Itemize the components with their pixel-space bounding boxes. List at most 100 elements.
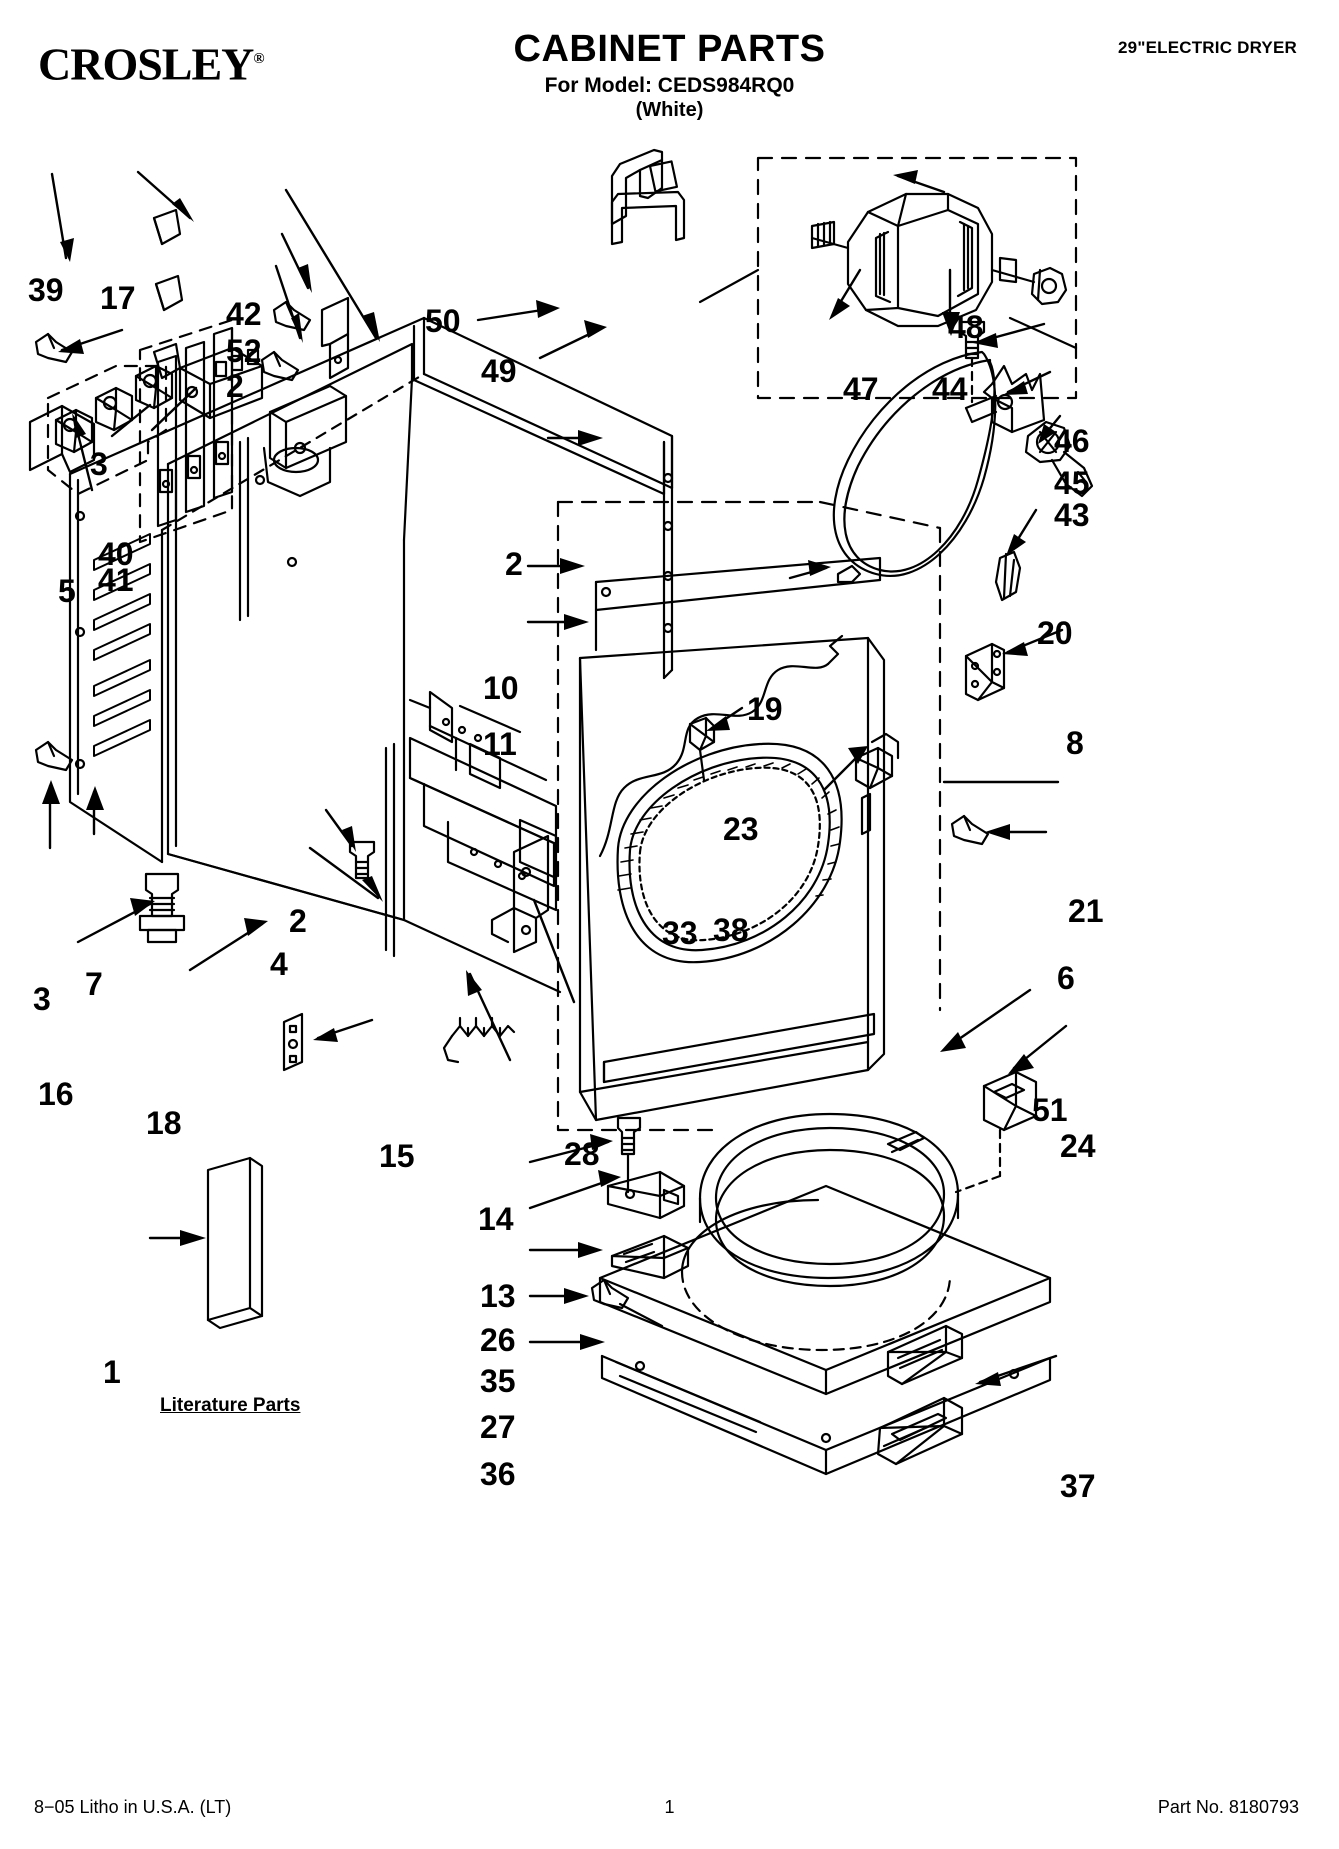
clip-icon [954, 1070, 1038, 1194]
drive-motor-icon [810, 192, 1036, 328]
callout-2-mid-left[interactable]: 2 [289, 903, 307, 939]
callout-2-upper-left[interactable]: 2 [226, 368, 244, 404]
model-line: For Model: CEDS984RQ0 [544, 74, 795, 97]
literature-parts-label: Literature Parts [160, 1395, 301, 1416]
callout-37[interactable]: 37 [1060, 1468, 1096, 1504]
knob-icon [134, 364, 174, 410]
page-number: 1 [664, 1797, 675, 1817]
callout-45[interactable]: 45 [1054, 465, 1090, 501]
base-assembly-group [590, 1070, 1052, 1476]
screw-icon [34, 740, 74, 772]
bulkhead-ring-icon [680, 1112, 960, 1352]
callout-18[interactable]: 18 [146, 1105, 182, 1141]
callout-15[interactable]: 15 [379, 1138, 415, 1174]
callout-24[interactable]: 24 [1060, 1128, 1096, 1164]
callout-48[interactable]: 48 [948, 309, 984, 345]
callout-50[interactable]: 50 [425, 303, 461, 339]
callout-6[interactable]: 6 [1057, 960, 1075, 996]
hinge-icon [964, 642, 1006, 702]
drive-motor-group [698, 156, 1078, 400]
registered-mark-icon: ® [253, 51, 264, 67]
motor-bracket-group [610, 148, 686, 246]
callout-40[interactable]: 40 [98, 536, 134, 572]
callout-44[interactable]: 44 [932, 371, 968, 407]
idler-pulley-icon [1024, 420, 1094, 498]
color-line: (White) [635, 99, 704, 121]
clip-icon [688, 716, 716, 782]
knob-icon [94, 386, 134, 432]
door-spring-icon [442, 1016, 516, 1064]
callout-11[interactable]: 11 [483, 726, 517, 762]
diagram-linework [28, 148, 1094, 1476]
callout-2-cabinet-top[interactable]: 2 [505, 546, 523, 582]
door-handle-icon [876, 1396, 964, 1466]
cabinet-parts-exploded-diagram [0, 130, 1339, 1790]
litho-text: 8−05 Litho in U.S.A. (LT) [34, 1797, 232, 1817]
callout-20[interactable]: 20 [1037, 615, 1073, 651]
callout-3-upper[interactable]: 3 [90, 446, 108, 482]
hinge-icon [854, 732, 900, 790]
callout-38[interactable]: 38 [713, 912, 749, 948]
callout-8[interactable]: 8 [1066, 725, 1084, 761]
callout-49[interactable]: 49 [481, 353, 517, 389]
tab-icon [886, 1130, 926, 1154]
wire-cap-icon [152, 208, 184, 380]
small-hardware-group [964, 550, 1022, 702]
literature-booklet-icon [206, 1156, 264, 1330]
callout-23[interactable]: 23 [723, 811, 759, 847]
cabinet-body-group [34, 316, 674, 1072]
clip-icon [610, 1234, 690, 1280]
callout-39[interactable]: 39 [28, 272, 64, 308]
console-parts-group [28, 208, 350, 544]
callout-42[interactable]: 42 [226, 296, 262, 332]
screw-icon [590, 1278, 664, 1328]
callout-36[interactable]: 36 [480, 1456, 516, 1492]
page-footer: 8−05 Litho in U.S.A. (LT) 1 Part No. 818… [0, 1797, 1339, 1821]
screw-icon [272, 300, 312, 332]
callout-43[interactable]: 43 [1054, 497, 1090, 533]
callout-10[interactable]: 10 [483, 670, 519, 706]
callout-17[interactable]: 17 [100, 280, 136, 316]
callout-47[interactable]: 47 [843, 371, 879, 407]
callout-28[interactable]: 28 [564, 1136, 600, 1172]
idler-assembly-group [958, 320, 1094, 498]
bracket-icon [320, 296, 350, 380]
door-seal-icon [616, 742, 843, 964]
callout-3-lower[interactable]: 3 [33, 981, 51, 1017]
page-title: CABINET PARTS [513, 28, 826, 70]
callout-51[interactable]: 51 [1032, 1092, 1068, 1128]
callout-7[interactable]: 7 [85, 966, 103, 1002]
end-cap-icon [28, 404, 96, 474]
screw-icon [348, 840, 376, 880]
appliance-category: 29"ELECTRIC DRYER [1118, 38, 1297, 57]
hinge-icon [490, 834, 550, 954]
switch-icon [178, 346, 264, 420]
callout-46[interactable]: 46 [1054, 423, 1090, 459]
screw-icon [958, 320, 986, 404]
callout-16[interactable]: 16 [38, 1076, 74, 1112]
leader-lines [42, 170, 1068, 1386]
callout-33[interactable]: 33 [662, 915, 698, 951]
page-header: CROSLEY® CABINET PARTS For Model: CEDS98… [0, 0, 1339, 130]
callout-41[interactable]: 41 [98, 562, 134, 598]
callout-27[interactable]: 27 [480, 1409, 516, 1445]
motor-clamp-icon [1030, 266, 1068, 306]
callout-35[interactable]: 35 [480, 1363, 516, 1399]
bracket-icon [606, 1170, 686, 1220]
callout-13[interactable]: 13 [480, 1278, 516, 1314]
idler-bracket-icon [964, 364, 1046, 434]
callout-52[interactable]: 52 [226, 333, 262, 369]
callout-1[interactable]: 1 [103, 1354, 121, 1390]
callout-26[interactable]: 26 [480, 1322, 516, 1358]
callout-4[interactable]: 4 [270, 946, 288, 982]
screw-icon [950, 814, 990, 846]
brand-logo-text: CROSLEY [38, 38, 254, 90]
callout-5[interactable]: 5 [58, 573, 76, 609]
callout-21[interactable]: 21 [1068, 893, 1104, 929]
callout-14[interactable]: 14 [478, 1201, 514, 1237]
crosley-brand-logo: CROSLEY® [38, 36, 265, 90]
callout-19[interactable]: 19 [747, 691, 783, 727]
clip-icon [994, 550, 1022, 602]
vent-louvers-icon [93, 533, 151, 757]
front-panel-group [556, 500, 990, 1132]
